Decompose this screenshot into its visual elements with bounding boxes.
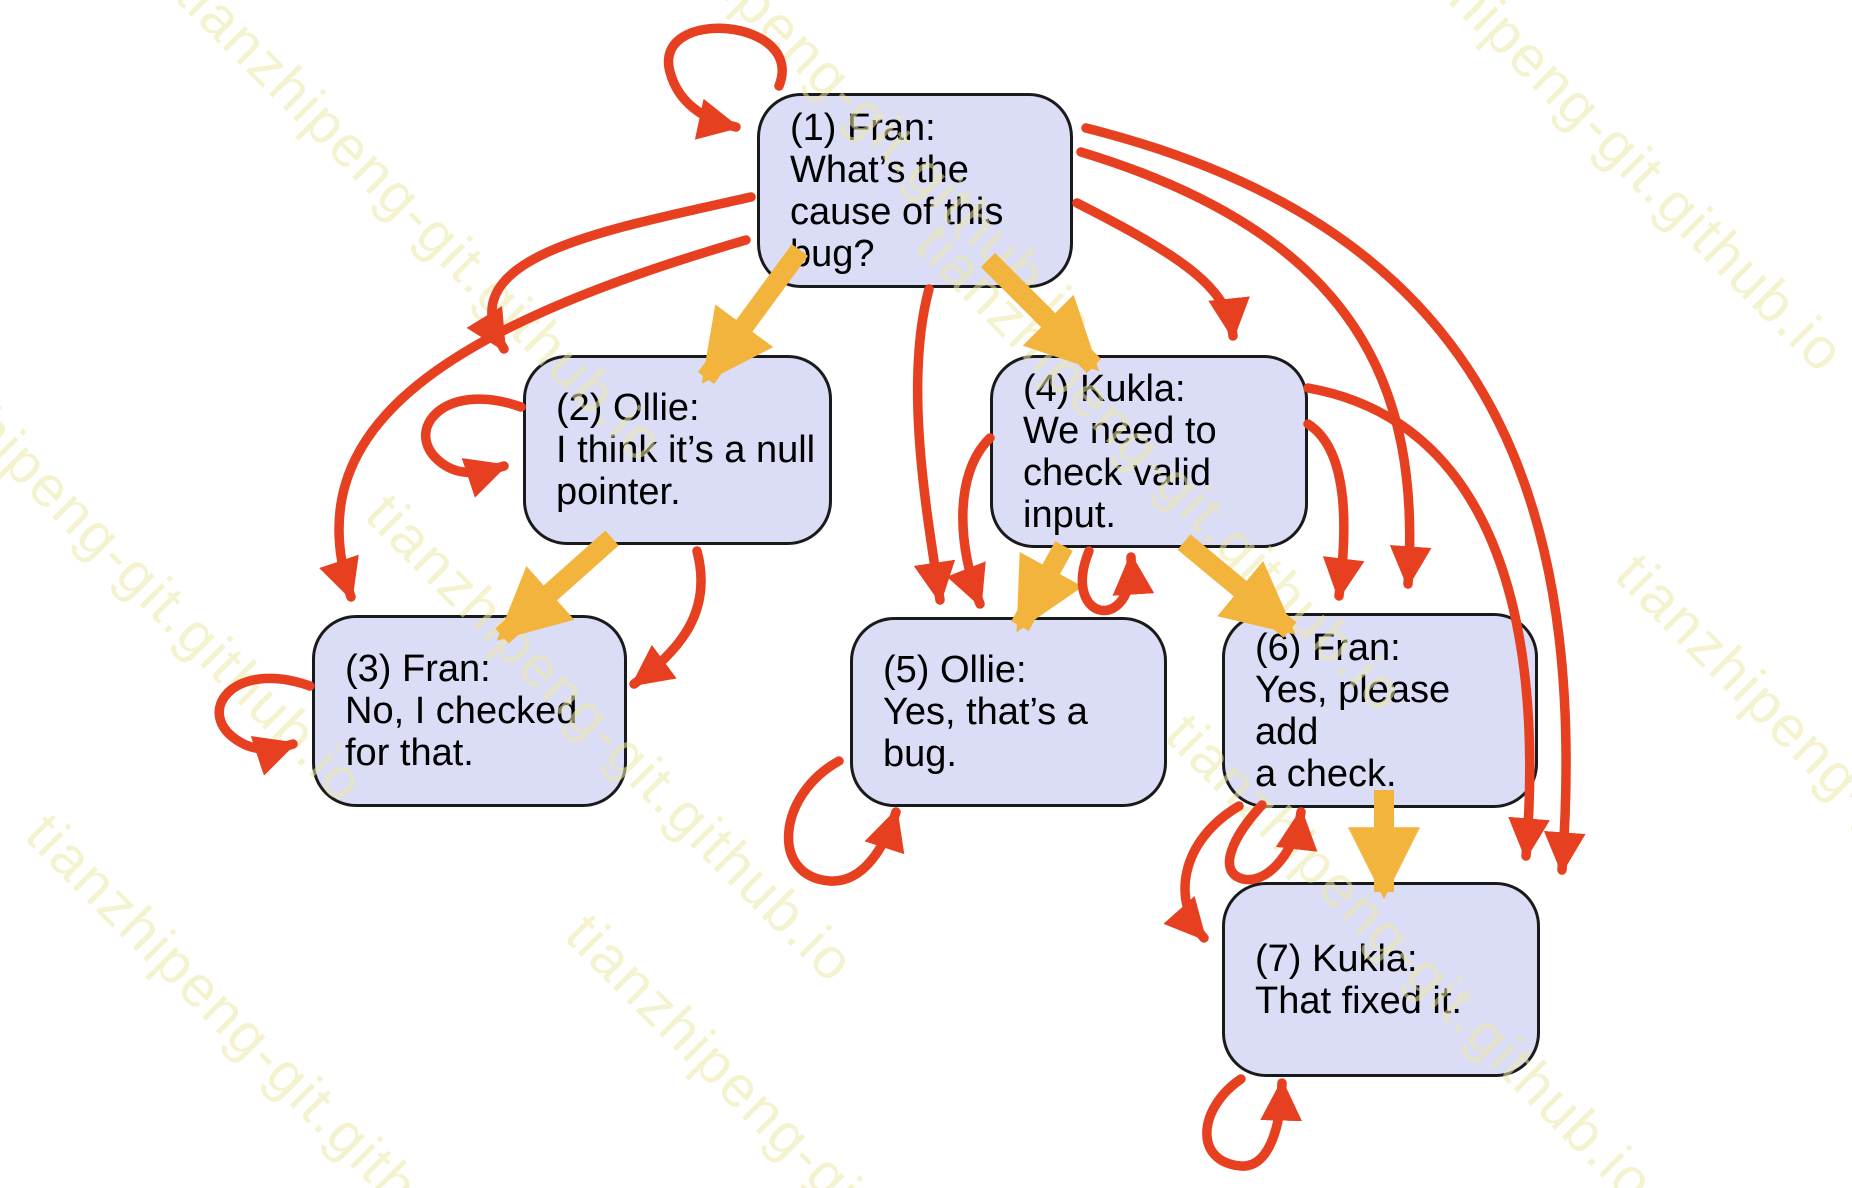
edge-red-1-4 — [1072, 198, 1250, 341]
edge-red-4-5 — [946, 433, 995, 609]
watermark-text: tianzhipeng-git.github.io — [13, 800, 528, 1188]
node-1-fran: (1) Fran: What’s the cause of this bug? — [757, 93, 1073, 288]
node-5-ollie: (5) Ollie: Yes, that’s a bug. — [850, 617, 1167, 807]
self-loop-6 — [1224, 800, 1318, 885]
watermark-text: tianzhipeng-git.github.io — [553, 900, 1068, 1188]
self-loop-7 — [1202, 1074, 1302, 1171]
edge-red-1-5 — [912, 284, 956, 605]
edge-red-4-6 — [1303, 419, 1365, 601]
node-7-kukla: (7) Kukla: That fixed it. — [1222, 882, 1540, 1077]
edge-red-1-2 — [466, 192, 756, 354]
edge-red-2-3 — [629, 546, 706, 689]
node-4-kukla: (4) Kukla: We need to check valid input. — [990, 355, 1308, 548]
node-2-ollie: (2) Ollie: I think it’s a null pointer. — [523, 355, 832, 545]
self-loop-3 — [214, 673, 315, 776]
edge-yellow-4-5 — [1011, 541, 1083, 633]
self-loop-4 — [1077, 546, 1155, 616]
self-loop-2 — [421, 394, 526, 498]
node-6-fran: (6) Fran: Yes, please add a check. — [1222, 613, 1538, 808]
watermark-text: tianzhipeng-git.github.io — [1343, 0, 1852, 386]
node-3-fran: (3) Fran: No, I checked for that. — [312, 615, 627, 807]
watermark-text: tianzhipeng-git.github.io — [1603, 540, 1852, 1056]
